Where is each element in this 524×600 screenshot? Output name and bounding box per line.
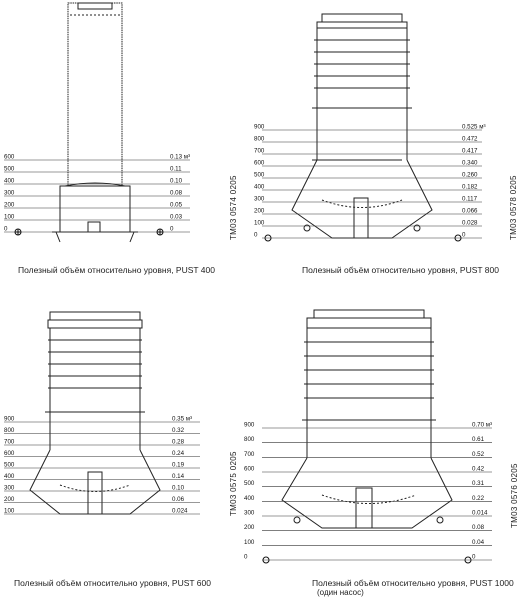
level-label: 900 xyxy=(254,124,265,131)
volume-label: 0.28 xyxy=(172,439,185,446)
level-label: 600 xyxy=(254,160,265,167)
volume-label: 0.03 xyxy=(170,214,183,221)
volume-label: 0.028 xyxy=(462,220,478,227)
level-label: 400 xyxy=(4,178,15,185)
panel-pust-600: 900 0.35 м³ 800 0.32 700 0.28 600 0.24 500 0.19 40… xyxy=(0,300,262,600)
level-label: 600 xyxy=(244,466,255,473)
volume-label: 0.22 xyxy=(472,495,485,502)
volume-label: 0 xyxy=(462,232,466,239)
tank-drawing-pust-800: 900 0.525 м³ 800 0.472 700 0.417 600 0.340 500 0.… xyxy=(254,13,486,242)
level-label: 900 xyxy=(244,422,255,429)
note-one-pump: (один насос) xyxy=(317,588,364,597)
level-label: 100 xyxy=(4,214,15,221)
level-label: 800 xyxy=(4,427,15,434)
volume-label: 0.525 м³ xyxy=(462,124,486,131)
volume-label: 0.05 xyxy=(170,202,183,209)
level-label: 100 xyxy=(4,508,15,515)
volume-label: 0.35 м³ xyxy=(172,416,192,423)
volume-label: 0.417 xyxy=(462,148,478,155)
level-label: 500 xyxy=(4,166,15,173)
volume-label: 0.13 м³ xyxy=(170,154,190,161)
level-label: 100 xyxy=(254,220,265,227)
caption-pust-1000: Полезный объём относительно уровня, PUST… xyxy=(312,578,514,588)
level-label: 600 xyxy=(4,154,15,161)
level-label: 400 xyxy=(244,495,255,502)
volume-label: 0.04 xyxy=(472,539,485,546)
volume-label: 0.06 xyxy=(172,496,185,503)
level-label: 100 xyxy=(244,539,255,546)
level-label: 700 xyxy=(254,148,265,155)
volume-label: 0.260 xyxy=(462,172,478,179)
caption-pust-600: Полезный объём относительно уровня, PUST… xyxy=(14,578,211,588)
level-label: 700 xyxy=(244,451,255,458)
caption-pust-800: Полезный объём относительно уровня, PUST… xyxy=(302,265,499,275)
volume-label: 0.11 xyxy=(170,166,182,173)
level-label: 200 xyxy=(254,208,265,215)
volume-label: 0.014 xyxy=(472,510,488,517)
volume-label: 0.32 xyxy=(172,427,185,434)
level-label: 500 xyxy=(4,462,15,469)
volume-label: 0.24 xyxy=(172,450,185,457)
volume-label: 0 xyxy=(170,226,174,233)
panel-pust-1000: 900 0.70 м³ 800 0.61 700 0.52 600 0.42 500 0.31 40… xyxy=(244,300,524,600)
level-label: 300 xyxy=(4,485,15,492)
volume-label: 0.182 xyxy=(462,184,478,191)
level-label: 300 xyxy=(244,510,255,517)
volume-label: 0.024 xyxy=(172,508,188,515)
code-pust-800: TM03 0578 0205 xyxy=(509,175,518,240)
tank-drawing-pust-1000: 900 0.70 м³ 800 0.61 700 0.52 600 0.42 500 0.31 40… xyxy=(244,309,492,564)
volume-label: 0.10 xyxy=(170,178,183,185)
volume-label: 0.61 xyxy=(472,436,485,443)
level-label: 0 xyxy=(244,554,248,561)
level-label: 500 xyxy=(244,480,255,487)
volume-label: 0.14 xyxy=(172,473,185,480)
caption-pust-400: Полезный объём относительно уровня, PUST… xyxy=(18,265,215,275)
level-label: 300 xyxy=(254,196,265,203)
volume-label: 0.70 м³ xyxy=(472,422,492,429)
volume-label: 0.08 xyxy=(472,524,485,531)
level-label: 400 xyxy=(4,473,15,480)
volume-label: 0 xyxy=(472,554,476,561)
volume-label: 0.31 xyxy=(472,480,485,487)
volume-label: 0.08 xyxy=(170,190,183,197)
volume-label: 0.472 xyxy=(462,136,478,143)
level-label: 700 xyxy=(4,439,15,446)
volume-label: 0.10 xyxy=(172,485,185,492)
volume-label: 0.42 xyxy=(472,466,485,473)
panel-pust-800: 900 0.525 м³ 800 0.472 700 0.417 600 0.340 500 0.… xyxy=(254,0,524,300)
level-label: 0 xyxy=(4,226,8,233)
level-label: 900 xyxy=(4,416,15,423)
level-label: 200 xyxy=(244,524,255,531)
code-pust-600: TM03 0575 0205 xyxy=(229,451,238,516)
level-label: 400 xyxy=(254,184,265,191)
tank-drawing-pust-600: 900 0.35 м³ 800 0.32 700 0.28 600 0.24 500 0.19 40… xyxy=(4,311,200,515)
level-label: 500 xyxy=(254,172,265,179)
volume-label: 0.52 xyxy=(472,451,485,458)
level-label: 200 xyxy=(4,496,15,503)
volume-label: 0.117 xyxy=(462,196,478,203)
level-label: 800 xyxy=(254,136,265,143)
code-pust-400: TM03 0574 0205 xyxy=(229,175,238,240)
level-label: 300 xyxy=(4,190,15,197)
volume-label: 0.340 xyxy=(462,160,478,167)
code-pust-1000: TM03 0576 0205 xyxy=(510,463,519,528)
level-label: 800 xyxy=(244,436,255,443)
level-label: 200 xyxy=(4,202,15,209)
level-label: 600 xyxy=(4,450,15,457)
volume-label: 0.066 xyxy=(462,208,478,215)
tank-drawing-pust-400: 600 0.13 м³ 500 0.11 400 0.10 300 0.08 200 0.05 10… xyxy=(4,2,190,243)
panel-pust-400: 600 0.13 м³ 500 0.11 400 0.10 300 0.08 200 0.05 10… xyxy=(0,0,262,300)
volume-label: 0.19 xyxy=(172,462,185,469)
level-label: 0 xyxy=(254,232,258,239)
